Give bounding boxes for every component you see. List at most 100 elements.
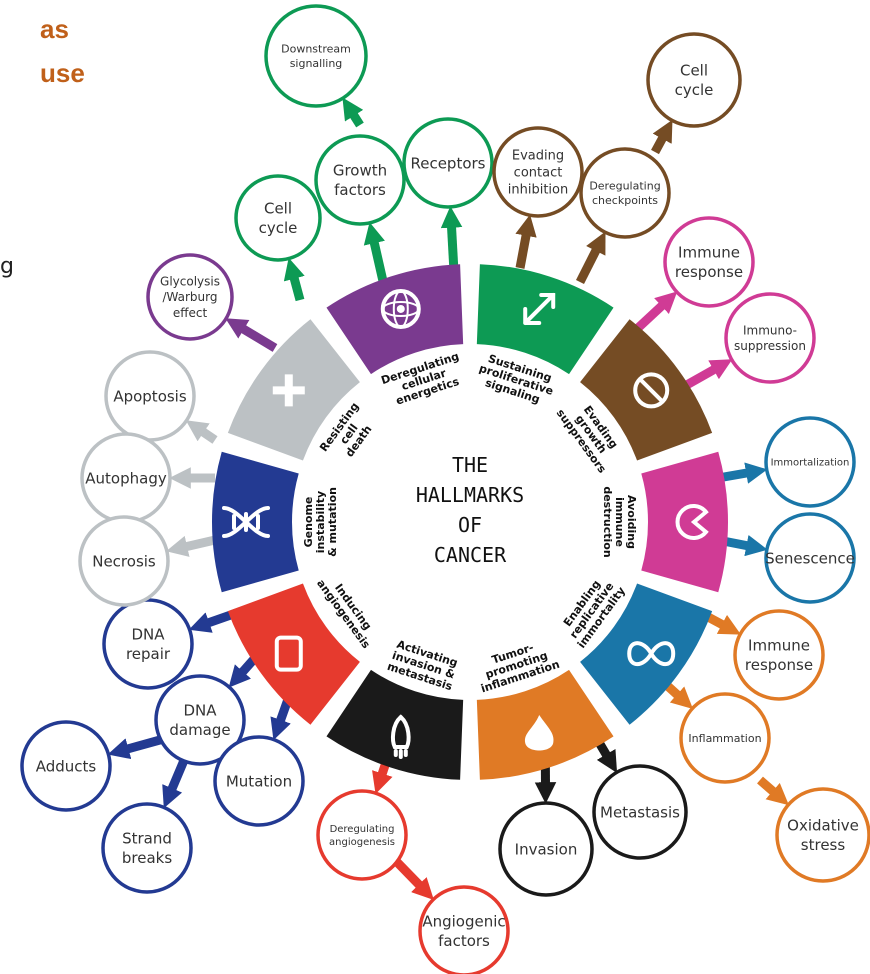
- node-necrosis: Necrosis: [78, 515, 170, 607]
- segment-label-line: Avoiding: [625, 495, 638, 549]
- node-immunosuppression: Immuno-suppression: [724, 292, 816, 384]
- node-circle: [646, 32, 742, 128]
- node-label-line: cycle: [259, 219, 298, 237]
- node-senescence: Senescence: [764, 512, 856, 604]
- arrow-to-checkpoints: [575, 231, 606, 285]
- node-label-line: Growth: [333, 162, 387, 180]
- node-circle: [764, 416, 856, 508]
- node-circle: [101, 802, 193, 894]
- node-label-line: Receptors: [410, 154, 485, 172]
- center-line-2: HALLMARKS: [416, 483, 524, 507]
- node-label-line: stress: [801, 836, 846, 854]
- node-label-line: Autophagy: [85, 469, 167, 487]
- corner-text-as: as: [40, 14, 69, 44]
- segment-evading-band: [580, 319, 713, 461]
- node-label-line: DNA: [183, 702, 217, 720]
- node-circle: [498, 801, 594, 897]
- center-title: THE HALLMARKS OF CANCER: [416, 453, 524, 567]
- arrow-to-immortalization: [717, 462, 768, 484]
- arrow-to-contact: [515, 214, 537, 269]
- node-label-line: Immuno-: [743, 323, 797, 337]
- node-label-line: checkpoints: [592, 194, 658, 207]
- node-dereg-angio: Deregulating angiogenesis: [316, 789, 408, 881]
- node-circle: [78, 515, 170, 607]
- segment-label-line: immune: [613, 497, 626, 547]
- no-entry-icon: [633, 372, 670, 409]
- node-circle: [764, 512, 856, 604]
- node-label-line: contact: [514, 166, 563, 181]
- node-label-line: Senescence: [765, 549, 855, 567]
- pacman-icon: [675, 504, 709, 540]
- node-circle: [592, 764, 688, 860]
- node-circle: [264, 4, 368, 108]
- node-label-line: Evading: [512, 149, 564, 164]
- node-apoptosis: Apoptosis: [104, 350, 196, 442]
- node-circle: [724, 292, 816, 384]
- node-label-line: angiogenesis: [329, 837, 395, 848]
- node-circle: [418, 885, 510, 974]
- arrow-to-strand: [162, 756, 190, 809]
- node-label-line: Necrosis: [92, 552, 156, 570]
- node-circle: [234, 174, 322, 262]
- node-label-line: Cell: [264, 200, 292, 218]
- arrow-to-cell-cycle-green: [283, 257, 305, 302]
- node-circle: [146, 253, 234, 341]
- segment-genome-band: [211, 451, 299, 593]
- node-adducts: Adducts: [20, 720, 112, 812]
- node-metastasis: Metastasis: [592, 764, 688, 860]
- node-label-line: Adducts: [36, 757, 97, 775]
- node-label-line: Apoptosis: [113, 387, 187, 405]
- node-inflammation-node: Inflammation: [679, 692, 771, 784]
- arrow-to-oxidative: [757, 776, 789, 806]
- segment-label-line: Genome: [302, 497, 315, 548]
- arrow-to-glycolysis: [225, 318, 278, 352]
- node-label-line: Metastasis: [600, 803, 680, 821]
- node-label-line: repair: [126, 645, 171, 663]
- node-circle: [733, 609, 825, 701]
- node-circle: [314, 134, 406, 226]
- node-label-line: Deregulating: [330, 824, 395, 835]
- node-label-line: factors: [438, 932, 490, 950]
- node-circle: [316, 789, 408, 881]
- arrow-to-necrosis: [166, 535, 217, 557]
- node-circle: [102, 598, 194, 690]
- vessel-icon: [274, 635, 303, 672]
- flame-icon: [524, 715, 554, 751]
- node-circle: [775, 787, 870, 883]
- node-label-line: Invasion: [515, 840, 578, 858]
- arrow-to-cell-cycle-brown: [651, 119, 673, 155]
- node-label-line: Angiogenic: [422, 913, 505, 931]
- node-label-line: DNA: [131, 626, 165, 644]
- arrow-to-downstream: [342, 97, 364, 128]
- center-line-1: THE: [452, 453, 488, 477]
- node-label-line: Immune: [678, 244, 740, 262]
- rocket-icon: [390, 714, 411, 760]
- node-receptors: Receptors: [402, 117, 494, 209]
- segment-replicative-band: [580, 583, 713, 725]
- node-circle: [213, 735, 305, 827]
- node-label-line: Deregulating: [589, 180, 660, 193]
- arrow-icon: [523, 292, 556, 325]
- arrow-to-apoptosis: [185, 420, 218, 444]
- arrow-to-angiogenic: [391, 856, 434, 901]
- node-label-line: breaks: [122, 849, 172, 867]
- node-circle: [679, 692, 771, 784]
- node-label-line: Strand: [122, 830, 172, 848]
- node-label-line: Immortalization: [771, 458, 850, 469]
- node-circle: [20, 720, 112, 812]
- node-label-line: response: [745, 656, 813, 674]
- node-label-line: Downstream: [281, 43, 351, 56]
